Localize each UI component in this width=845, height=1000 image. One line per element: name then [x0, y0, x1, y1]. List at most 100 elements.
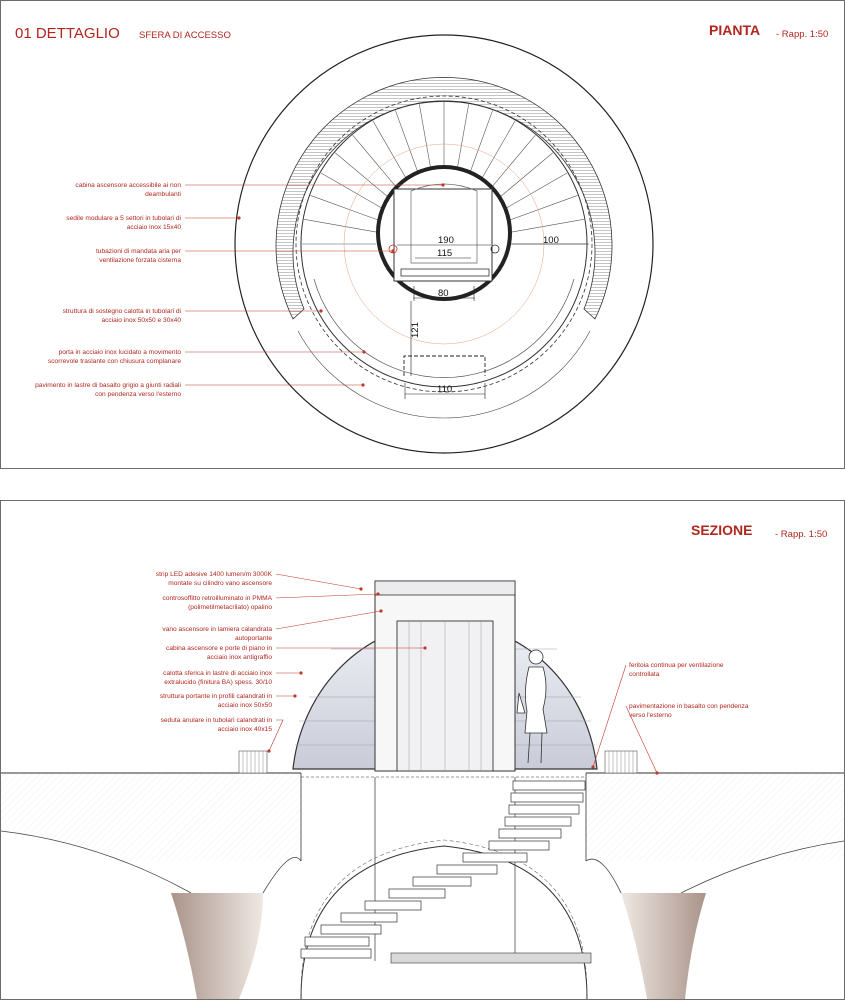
cabin-threshold [400, 268, 490, 277]
stair-tread [419, 104, 433, 178]
stair-step [412, 876, 472, 887]
section-note-r2a: pavimentazione in basalto con pendenza [629, 703, 749, 710]
section-note-1a: strip LED adesive 1400 lumen/m 3000K [156, 571, 273, 578]
plan-scale-label: - Rapp. 1:50 [776, 29, 828, 40]
section-leaders-left [267, 573, 427, 753]
stair-step [300, 948, 372, 959]
stair-step [462, 852, 528, 863]
vault-left-void [1, 831, 191, 999]
stair-tread [510, 219, 584, 233]
section-note-6a: struttura portante in profili calandrati… [160, 693, 272, 700]
dimension-lines [397, 243, 589, 399]
plan-title: 01 DETTAGLIO [15, 25, 120, 42]
dome-support-ring [295, 95, 593, 393]
seat-left [238, 750, 268, 774]
stair-treads [302, 102, 586, 245]
dim-110: 110 [437, 384, 452, 395]
plan-note-2a: sedile modulare a 5 settori in tubolari … [66, 215, 181, 222]
section-panel: SEZIONE - Rapp. 1:50 [0, 500, 845, 1000]
lift-cabin [393, 188, 493, 282]
plan-note-5b: scorrevole traslante con chiusura compla… [48, 358, 181, 365]
section-view-label: SEZIONE [691, 522, 752, 538]
air-duct-right [490, 244, 500, 254]
stair-tread [455, 104, 469, 178]
cabin-door-frame [410, 183, 478, 264]
stair-step [364, 900, 422, 911]
section-note-3a: vano ascensore in lamiera calandrata [162, 626, 272, 633]
plan-note-5a: porta in acciaio inox lucidato a movimen… [59, 349, 182, 356]
section-note-7b: acciaio inox 40x15 [218, 726, 273, 733]
section-note-2b: (polimetilmetacrilato) opalino [188, 604, 272, 611]
dim-190: 190 [438, 235, 454, 246]
dim-80: 80 [438, 288, 449, 299]
stair-tread [304, 219, 378, 233]
section-note-5b: extralucido (finitura BA) spess. 30/10 [164, 679, 272, 686]
stair-step [304, 936, 370, 947]
plan-panel: 01 DETTAGLIO SFERA DI ACCESSO PIANTA - R… [0, 0, 845, 469]
door-panels [408, 621, 482, 771]
section-note-4a: cabina ascensore e porte di piano in [166, 645, 272, 652]
shaft-ceiling [374, 580, 516, 596]
stair-step [512, 780, 586, 791]
cistern-arch [300, 845, 588, 999]
plan-note-4a: struttura di sostegno calotta in tubolar… [63, 308, 182, 315]
entry-door [403, 355, 486, 376]
cistern-arch-dashed [300, 839, 588, 994]
stair-step [388, 888, 446, 899]
plan-notes: cabina ascensore accessibile ai non deam… [35, 182, 182, 398]
stair-tread [372, 120, 411, 186]
pier-right [621, 893, 706, 999]
plan-note-3b: ventilazione forzata cisterna [99, 257, 181, 264]
plan-note-2b: acciaio inox 15x40 [127, 224, 182, 231]
stair-step [504, 816, 572, 827]
stair-tread [352, 135, 401, 193]
section-note-6b: acciaio inox 50x50 [218, 702, 273, 709]
stair-tread [507, 195, 578, 222]
section-note-3b: autoportante [235, 635, 272, 642]
ground-left [1, 773, 301, 861]
dim-100: 100 [543, 235, 559, 246]
section-note-5a: calotta sferica in lastre di acciaio ino… [163, 670, 273, 677]
stair-tread [335, 152, 393, 201]
section-note-4b: acciaio inox antigraffio [207, 654, 272, 661]
plan-view-label: PIANTA [709, 22, 760, 38]
landing [390, 952, 592, 964]
vault-left-arc [1, 830, 192, 894]
stair-tread [310, 195, 381, 222]
plan-note-4b: acciaio inox 50x50 e 30x40 [101, 317, 181, 324]
section-note-r1b: controllata [629, 671, 660, 678]
section-note-1b: montate su cilindro vano ascensore [168, 580, 272, 587]
plan-note-1a: cabina ascensore accessibile ai non [75, 182, 181, 189]
plan-subtitle: SFERA DI ACCESSO [139, 30, 231, 41]
stair-step [498, 828, 562, 839]
stair-tread [487, 135, 536, 193]
plan-note-3a: tubazioni di mandata aria per [96, 248, 182, 255]
arch-left-spring [262, 856, 302, 894]
spiral-stair [300, 780, 586, 959]
stair-tread [495, 152, 553, 201]
section-leaders-right [591, 664, 659, 775]
floor-paving-edge [313, 278, 575, 378]
section-notes-right: feritoia continua per ventilazione contr… [629, 662, 749, 719]
stair-step [436, 864, 498, 875]
ground-right [586, 773, 844, 861]
annular-seat [275, 77, 613, 320]
section-scale-label: - Rapp. 1:50 [775, 529, 827, 540]
stair-tread [466, 110, 493, 181]
stair-step [510, 792, 584, 803]
section-note-r1a: feritoia continua per ventilazione [629, 662, 724, 669]
human-figure [516, 649, 548, 764]
plan-note-6a: pavimento in lastre di basalto grigio a … [35, 382, 181, 389]
vault-right-arc [680, 840, 844, 894]
dim-115: 115 [437, 248, 452, 259]
stair-tread [477, 120, 516, 186]
stair-tread [502, 172, 568, 211]
stair-step [508, 804, 580, 815]
stair-step [320, 924, 382, 935]
section-note-2a: controsoffitto retroilluminato in PMMA [163, 595, 273, 602]
arch-right-spring [585, 858, 622, 894]
seat-edge-lower [297, 330, 591, 419]
stair-tread [320, 172, 386, 211]
air-duct-left [388, 244, 398, 254]
pier-left [171, 893, 263, 999]
